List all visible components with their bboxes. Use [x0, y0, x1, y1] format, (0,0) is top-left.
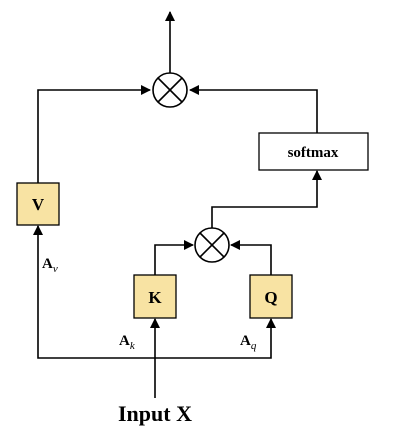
- top-multiply-circled-times-icon: [152, 72, 188, 108]
- a-k-label: Ak: [119, 333, 136, 352]
- a-v-base: A: [42, 256, 53, 272]
- v-box: [16, 182, 60, 226]
- q-box: [249, 274, 293, 319]
- k-to-bottom-multiply-line: [154, 240, 194, 275]
- a-q-sub: q: [251, 340, 257, 352]
- bottom-multiply-circled-times-icon: [194, 227, 230, 263]
- q-box-label: Q: [264, 288, 277, 307]
- softmax-box-label: softmax: [288, 145, 339, 161]
- softmax-box: [258, 132, 369, 171]
- bottom-multiply-to-softmax-line: [211, 170, 322, 228]
- softmax-to-top-multiply-line: [189, 85, 318, 133]
- a-v-label: Av: [42, 256, 58, 275]
- a-k-sub: k: [130, 340, 136, 352]
- v-to-top-multiply-line: [37, 85, 151, 183]
- q-to-bottom-multiply-line: [230, 240, 272, 275]
- input-bus-to-v-line: [33, 225, 155, 359]
- a-v-sub: v: [53, 263, 58, 275]
- k-box: [133, 274, 177, 319]
- a-q-label: Aq: [240, 333, 257, 352]
- input-x-label: Input X: [118, 401, 192, 426]
- k-box-label: K: [148, 288, 162, 307]
- a-k-base: A: [119, 333, 130, 349]
- v-box-label: V: [32, 195, 45, 214]
- input-bus-to-q-line: [155, 318, 276, 359]
- a-q-base: A: [240, 333, 251, 349]
